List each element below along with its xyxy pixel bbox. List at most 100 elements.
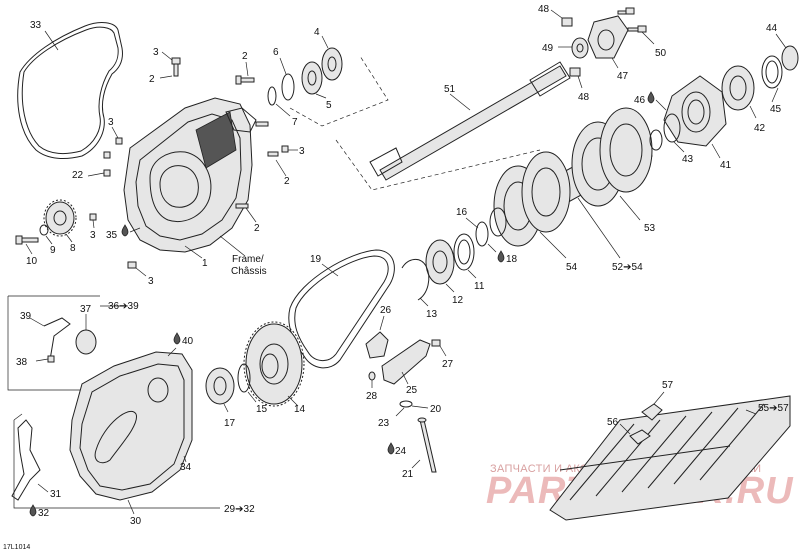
callout-44: 44 [766, 23, 778, 34]
part-17-sprocket [205, 367, 235, 405]
callout-14: 14 [294, 404, 306, 415]
callout-2d: 2 [254, 223, 260, 234]
oil-drop-icon-46 [647, 91, 655, 104]
part-52-54-drive-axle [489, 107, 663, 247]
oil-drop-icon-40 [173, 332, 181, 345]
callout-11: 11 [474, 281, 485, 292]
part-44-cap [781, 45, 799, 71]
callout-23: 23 [378, 418, 390, 429]
callout-54: 54 [566, 262, 578, 273]
callout-13: 13 [426, 309, 438, 320]
sprocket-right [571, 107, 653, 207]
callout-26: 26 [380, 305, 392, 316]
callout-10: 10 [26, 256, 38, 267]
callout-9: 9 [50, 245, 56, 256]
callout-2a: 2 [149, 74, 155, 85]
part-55-57-track [549, 395, 791, 521]
callout-17: 17 [224, 418, 236, 429]
callout-57: 57 [662, 380, 674, 391]
part-26-bracket [365, 331, 389, 359]
part-56-clip [629, 429, 651, 445]
callout-41: 41 [720, 160, 732, 171]
part-42-bearing [721, 65, 755, 111]
callout-32: 32 [38, 508, 50, 519]
part-3-bolt-left-low [89, 213, 97, 221]
callout-34: 34 [180, 462, 192, 473]
part-51-shaft [369, 61, 571, 181]
callout-6: 6 [273, 47, 279, 58]
part-21-rod [417, 417, 437, 473]
callout-43: 43 [682, 154, 694, 165]
callout-24: 24 [395, 446, 407, 457]
frame-label-line2: Châssis [231, 266, 267, 277]
callout-21: 21 [402, 469, 414, 480]
callout-29-32: 29➔32 [224, 504, 255, 515]
part-8-gear [43, 199, 77, 237]
oil-drop-icon [121, 224, 129, 237]
sprocket-left [493, 151, 571, 247]
callout-16: 16 [456, 207, 468, 218]
part-9-washer [39, 224, 49, 236]
part-2-3-bolts-right [235, 121, 289, 209]
kit-29-32-bracket [13, 413, 220, 509]
reference-code: 17L1014 [3, 544, 30, 551]
callout-38: 38 [16, 357, 28, 368]
part-2-bolt-upper-right [235, 75, 255, 85]
callout-40: 40 [182, 336, 194, 347]
part-41-plate [663, 75, 727, 147]
frame-label-line1: Frame/ [232, 254, 264, 265]
part-38-plug [47, 355, 55, 363]
kit-36-39-box [7, 295, 128, 391]
part-47-flange [587, 15, 629, 59]
part-3-bolts-left [103, 137, 123, 177]
part-57-clip [641, 403, 663, 421]
callout-55-57: 55➔57 [758, 403, 789, 414]
callout-3b: 3 [108, 117, 114, 128]
part-3-bolt-top [171, 57, 181, 77]
part-48-nut-top [561, 17, 573, 27]
part-10-bolt [15, 235, 39, 245]
callout-52-54: 52➔54 [612, 262, 643, 273]
callout-5: 5 [326, 100, 332, 111]
part-39-dipstick [43, 317, 71, 361]
callout-18: 18 [506, 254, 518, 265]
callout-19: 19 [310, 254, 322, 265]
part-43-ring [663, 113, 681, 143]
part-6-circlip [281, 73, 295, 101]
part-1-housing [123, 97, 257, 253]
callout-3a: 3 [153, 47, 159, 58]
callout-2b: 2 [242, 51, 248, 62]
callout-7: 7 [292, 117, 298, 128]
callout-2c: 2 [284, 176, 290, 187]
callout-15: 15 [256, 404, 268, 415]
callout-20: 20 [430, 404, 442, 415]
callout-3d: 3 [148, 276, 154, 287]
callout-45: 45 [770, 104, 782, 115]
callout-33: 33 [30, 20, 42, 31]
callout-27: 27 [442, 359, 454, 370]
part-30-cover [69, 351, 193, 501]
callout-25: 25 [406, 385, 418, 396]
part-37-cap [75, 329, 97, 355]
callout-37: 37 [80, 304, 92, 315]
part-7-ring [267, 86, 277, 106]
part-14-sprocket [243, 321, 305, 407]
part-4-bearing [321, 47, 343, 81]
oil-drop-icon-18 [497, 250, 505, 263]
part-3-bolt-bottom [127, 261, 137, 269]
callout-47: 47 [617, 71, 629, 82]
oil-drop-icon-24 [387, 442, 395, 455]
callout-51: 51 [444, 84, 456, 95]
callout-31: 31 [50, 489, 62, 500]
part-16-circlip [475, 221, 489, 247]
part-15-ring [237, 363, 251, 393]
callout-28: 28 [366, 391, 378, 402]
callout-49: 49 [542, 43, 554, 54]
callout-3c: 3 [299, 146, 305, 157]
callout-39: 39 [20, 311, 32, 322]
callout-56: 56 [607, 417, 619, 428]
part-25-arm [381, 339, 431, 385]
part-13-circlip [401, 259, 430, 301]
callout-35: 35 [106, 230, 118, 241]
